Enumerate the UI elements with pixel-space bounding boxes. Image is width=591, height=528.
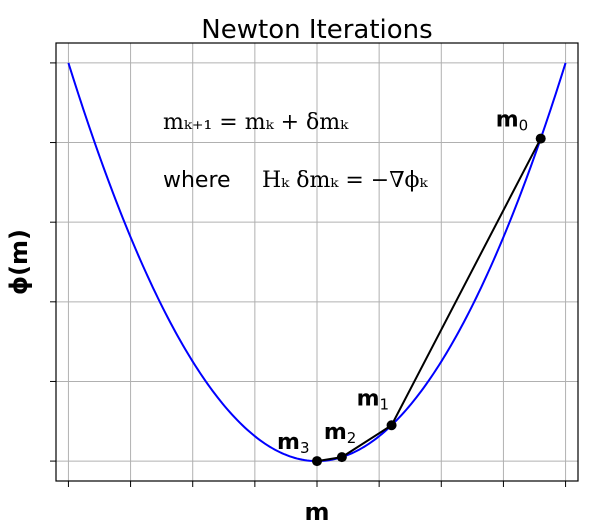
iterate-point-m3 bbox=[312, 456, 322, 467]
iterate-points bbox=[312, 133, 546, 467]
newton-iteration-path bbox=[316, 138, 542, 463]
axis-ticks bbox=[50, 62, 567, 487]
x-axis-label: m bbox=[304, 498, 329, 526]
y-axis-label: ϕ(m) bbox=[5, 229, 33, 295]
grid bbox=[56, 43, 578, 481]
system-rule-annotation: Hₖ δmₖ = −∇ϕₖ bbox=[262, 168, 429, 193]
iterate-label-m2: m2 bbox=[324, 420, 356, 447]
iterate-point-m0 bbox=[535, 133, 546, 144]
iterate-label-m1: m1 bbox=[357, 386, 389, 413]
update-rule-annotation: mₖ₊₁ = mₖ + δmₖ bbox=[163, 110, 349, 135]
iterate-label-m3: m3 bbox=[277, 430, 309, 457]
where-label: where bbox=[163, 168, 231, 193]
iterate-point-m1 bbox=[386, 420, 397, 431]
chart-title: Newton Iterations bbox=[201, 15, 432, 45]
iterate-label-m0: m0 bbox=[496, 108, 528, 135]
iterate-point-m2 bbox=[336, 452, 347, 463]
